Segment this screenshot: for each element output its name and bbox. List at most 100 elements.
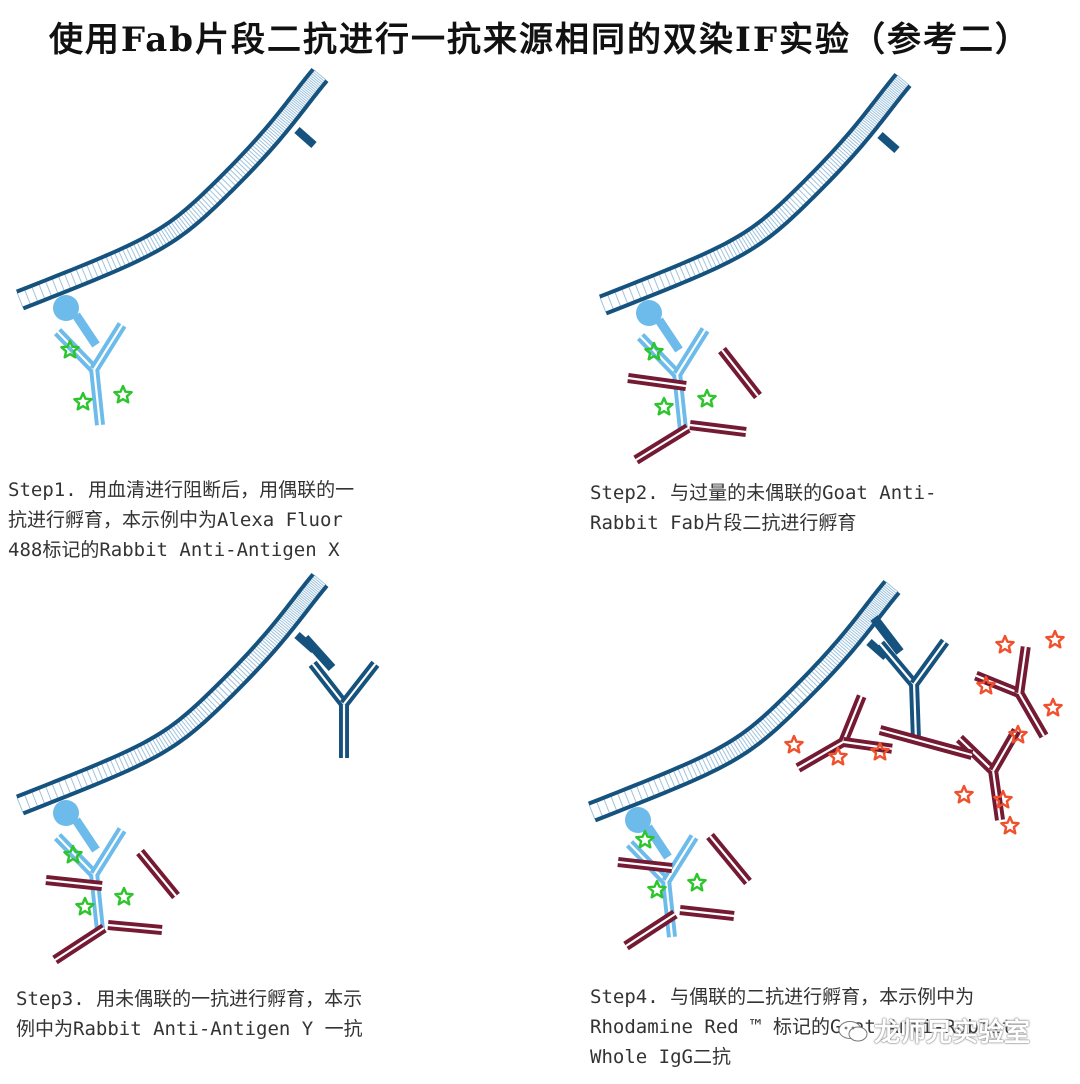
membrane-tick: [705, 254, 713, 270]
membrane-tick: [45, 281, 52, 297]
antibody-stem-gap: [797, 740, 844, 769]
antibody-stem-gap: [1018, 692, 1045, 737]
membrane-tick: [234, 163, 247, 176]
membrane-tick: [178, 721, 189, 735]
membrane-tick: [302, 587, 317, 599]
membrane-tick: [792, 689, 805, 702]
membrane-tick: [753, 226, 764, 241]
membrane-tick: [251, 144, 265, 157]
membrane-tick: [214, 183, 227, 196]
membrane-tick: [259, 136, 273, 148]
membrane-tick: [200, 196, 213, 210]
membrane-tick: [603, 798, 611, 814]
membrane-tick: [640, 281, 648, 297]
fluor-red-star: [828, 746, 848, 766]
membrane-tick: [658, 776, 666, 792]
antibody-stem-gap: [912, 684, 918, 741]
membrane-tick: [299, 87, 313, 98]
membrane-tick: [708, 252, 717, 268]
membrane-tick: [64, 778, 71, 794]
membrane-tick: [268, 631, 281, 643]
fab-bar-gap: [709, 835, 749, 883]
membrane-tick: [869, 600, 884, 612]
membrane-tick: [756, 225, 767, 239]
membrane-tick: [109, 759, 118, 775]
membrane-tick: [811, 670, 824, 683]
fab-fragment: [633, 423, 691, 465]
membrane-tick: [220, 682, 233, 695]
membrane-tick: [312, 71, 326, 83]
membrane-tick: [838, 640, 852, 652]
membrane-tick: [306, 582, 320, 594]
membrane-tick: [69, 271, 77, 287]
membrane-step2: [598, 72, 912, 316]
membrane-tick: [109, 254, 118, 270]
membrane-tick: [310, 577, 324, 589]
membrane-tick: [149, 740, 158, 755]
membrane-tick: [747, 730, 759, 744]
step2-line2: Rabbit Fab片段二抗进行孵育: [590, 512, 857, 534]
step3-line1: Step3. 用未偶联的一抗进行孵育，本示: [16, 988, 363, 1010]
fab-fragment: [617, 857, 673, 873]
membrane-tick: [758, 223, 770, 237]
membrane-tick: [229, 673, 242, 686]
membrane-tick: [203, 194, 216, 207]
membrane-tick: [748, 230, 759, 245]
membrane-tick: [239, 663, 252, 676]
membrane-tick: [31, 286, 39, 302]
membrane-tick: [157, 735, 167, 750]
membrane-tick: [765, 217, 777, 231]
membrane-tick: [798, 683, 811, 696]
antigen-x: [636, 300, 662, 326]
membrane-tick: [308, 76, 322, 87]
membrane-tick: [877, 98, 891, 110]
membrane-tick: [101, 763, 109, 779]
fluor-green-star: [63, 844, 83, 864]
secondary-antibody: [956, 727, 1021, 821]
fluor-red-star: [1008, 724, 1028, 744]
antigen-y: [877, 132, 900, 153]
membrane-tick: [647, 780, 655, 797]
membrane-tick: [261, 134, 275, 146]
membrane-tick: [759, 720, 772, 734]
membrane-tick: [610, 795, 618, 812]
membrane-tick: [634, 283, 642, 299]
membrane-tick: [133, 243, 142, 259]
membrane-tick: [674, 267, 682, 283]
membrane-tick: [105, 761, 113, 777]
primary-antibody-y: [876, 638, 950, 741]
antibody-stem-gap: [93, 369, 102, 426]
membrane-tick: [677, 768, 685, 784]
watermark: 龙师兄实验室: [838, 1012, 1030, 1049]
membrane-tick: [297, 593, 312, 605]
secondary-link-gap: [879, 729, 973, 756]
step2-caption: Step2. 与过量的未偶联的Goat Anti- Rabbit Fab片段二抗…: [590, 478, 936, 538]
membrane-tick: [143, 743, 152, 759]
membrane-tick: [290, 98, 304, 110]
membrane-tick: [31, 791, 39, 807]
fab-bar-gap: [627, 376, 687, 388]
antibody-arm-gap: [676, 329, 707, 376]
membrane-tick: [239, 158, 252, 171]
membrane-tick: [828, 156, 842, 169]
membrane-tick: [778, 703, 790, 716]
antibody-stem-gap: [992, 770, 1002, 821]
membrane-tick: [163, 227, 173, 242]
membrane-edge-outer: [15, 67, 315, 294]
membrane-tick: [308, 581, 322, 592]
fluor-red-star: [1000, 815, 1020, 835]
membrane-tick: [226, 171, 239, 184]
membrane-tick: [740, 735, 751, 750]
membrane-tick: [160, 733, 170, 748]
antigen-x: [53, 295, 79, 321]
membrane-tick: [821, 658, 835, 671]
membrane-tick: [860, 120, 874, 132]
step1-line2: 抗进行孵育，本示例中为Alexa Fluor: [8, 509, 343, 531]
membrane-tick: [806, 178, 820, 192]
membrane-tick: [895, 76, 909, 88]
membrane-tick: [885, 581, 899, 593]
membrane-edge-inner: [22, 584, 329, 816]
membrane-tick: [831, 648, 845, 660]
membrane-tick: [855, 125, 869, 137]
